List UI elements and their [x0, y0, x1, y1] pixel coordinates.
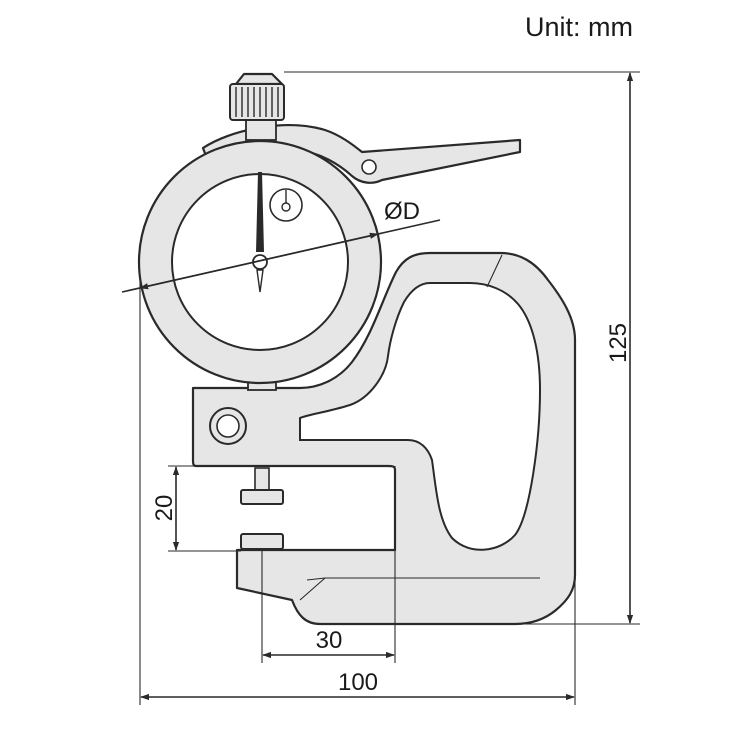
revolution-counter [269, 188, 303, 222]
unit-label: Unit: mm [525, 12, 633, 42]
dimension-throat: 30 [262, 627, 395, 659]
extension-lines [139, 71, 640, 705]
height-label: 125 [605, 323, 632, 363]
dial-stem [245, 117, 277, 141]
dial-needle [256, 172, 264, 252]
knurled-knob [229, 72, 285, 121]
throat-label: 30 [316, 627, 343, 654]
dimension-height: 125 [605, 72, 634, 624]
gap-label: 20 [151, 495, 178, 522]
width-label: 100 [338, 669, 378, 696]
spindle [240, 467, 284, 505]
diameter-dimension: ØD [121, 198, 441, 293]
lower-anvil [240, 533, 284, 550]
frame-screw [209, 407, 247, 445]
diameter-label: ØD [384, 198, 420, 225]
dimension-width: 100 [140, 669, 575, 701]
dial-indicator [137, 139, 383, 385]
dimension-gap: 20 [151, 466, 180, 551]
